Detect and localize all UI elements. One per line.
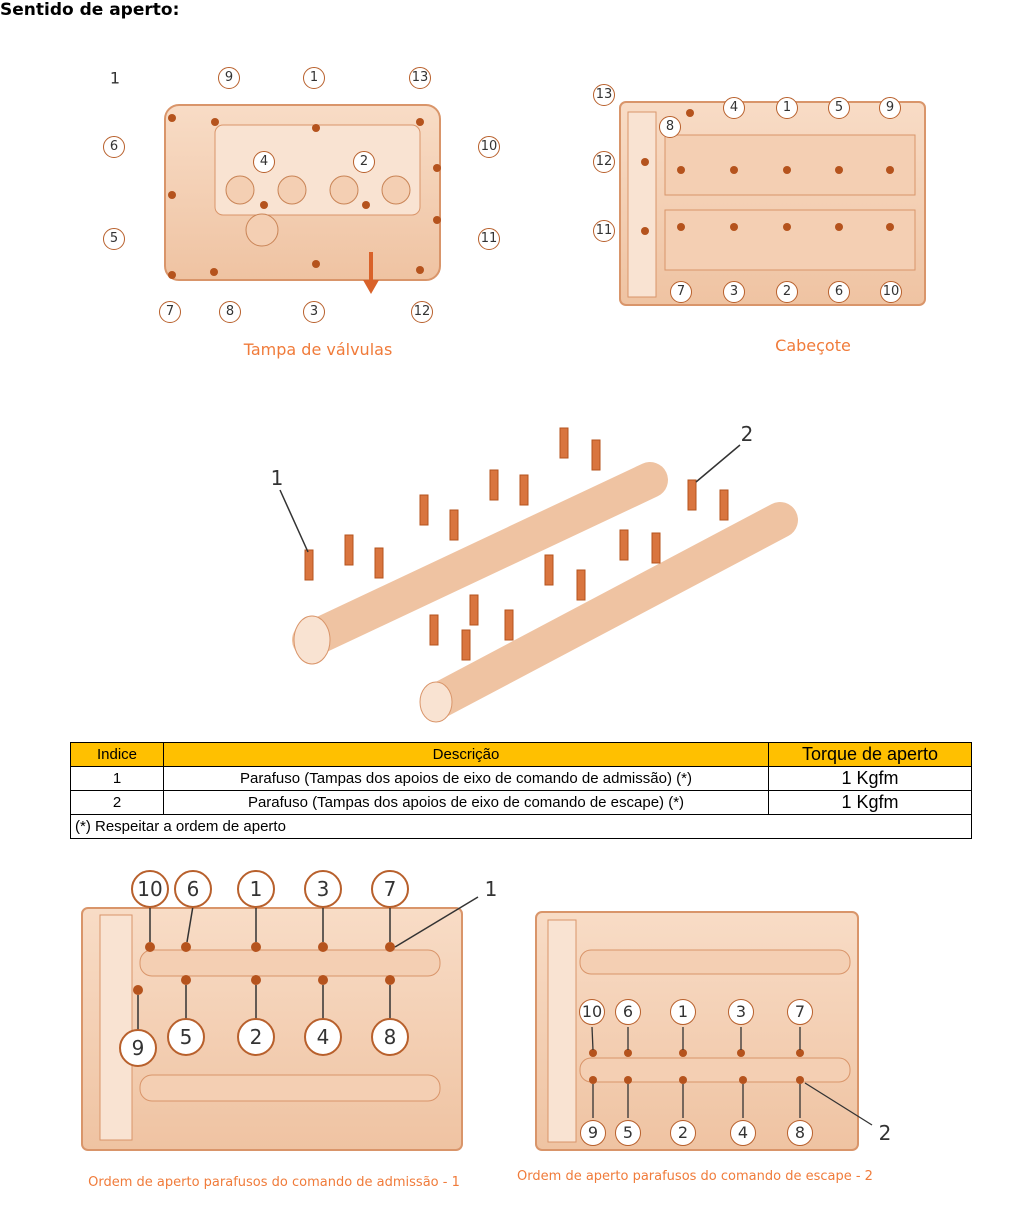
cylinder-head-callout: 12 xyxy=(593,151,615,173)
cell-torque: 1 Kgfm xyxy=(768,766,972,791)
valve-cover-callout: 5 xyxy=(103,228,125,250)
cell-index: 2 xyxy=(70,790,164,815)
cylinder-head-drawing xyxy=(619,101,926,306)
intake-order-label: 1 xyxy=(484,877,498,901)
table-row: 2 Parafuso (Tampas dos apoios de eixo de… xyxy=(70,790,972,815)
table-header-row: Indice Descrição Torque de aperto xyxy=(70,742,972,767)
exhaust-order-label: 2 xyxy=(878,1121,892,1145)
page-title: Sentido de aperto: xyxy=(0,0,180,20)
exhaust-order-callout: 4 xyxy=(730,1120,756,1146)
cylinder-head-callout: 3 xyxy=(723,281,745,303)
valve-cover-callout: 13 xyxy=(409,67,431,89)
camshaft-intake-label: 1 xyxy=(270,466,284,490)
exhaust-order-callout: 3 xyxy=(728,999,754,1025)
header-description: Descrição xyxy=(163,742,769,767)
valve-cover-callout: 1 xyxy=(303,67,325,89)
intake-order-caption: Ordem de aperto parafusos do comando de … xyxy=(88,1175,460,1190)
valve-cover-label: 1 xyxy=(109,68,121,88)
cylinder-head-callout: 1 xyxy=(776,97,798,119)
cylinder-head-callout: 4 xyxy=(723,97,745,119)
cylinder-head-callout: 5 xyxy=(828,97,850,119)
table-row: 1 Parafuso (Tampas dos apoios de eixo de… xyxy=(70,766,972,791)
cylinder-head-callout: 7 xyxy=(670,281,692,303)
cylinder-head-callout: 13 xyxy=(593,84,615,106)
cylinder-head-callout: 11 xyxy=(593,220,615,242)
intake-order-callout: 5 xyxy=(167,1018,205,1056)
cylinder-head-callout: 8 xyxy=(659,116,681,138)
intake-order-callout: 2 xyxy=(237,1018,275,1056)
table-note: (*) Respeitar a ordem de aperto xyxy=(70,814,972,839)
camshafts-drawing xyxy=(279,427,798,723)
table-note-row: (*) Respeitar a ordem de aperto xyxy=(70,814,972,839)
intake-order-callout: 4 xyxy=(304,1018,342,1056)
exhaust-order-callout: 8 xyxy=(787,1120,813,1146)
exhaust-order-callout: 5 xyxy=(615,1120,641,1146)
header-index: Indice xyxy=(70,742,164,767)
valve-cover-callout: 10 xyxy=(478,136,500,158)
cell-torque: 1 Kgfm xyxy=(768,790,972,815)
valve-cover-callout: 2 xyxy=(353,151,375,173)
torque-table: Indice Descrição Torque de aperto 1 Para… xyxy=(70,742,972,839)
valve-cover-drawing xyxy=(164,104,441,294)
valve-cover-callout: 7 xyxy=(159,301,181,323)
exhaust-order-callout: 10 xyxy=(579,999,605,1025)
intake-order-callout: 1 xyxy=(237,870,275,908)
cylinder-head-callout: 2 xyxy=(776,281,798,303)
intake-order-drawing xyxy=(81,896,479,1151)
valve-cover-callout: 6 xyxy=(103,136,125,158)
valve-cover-callout: 11 xyxy=(478,228,500,250)
exhaust-order-callout: 6 xyxy=(615,999,641,1025)
intake-order-callout: 9 xyxy=(119,1029,157,1067)
intake-order-callout: 10 xyxy=(131,870,169,908)
exhaust-order-caption: Ordem de aperto parafusos do comando de … xyxy=(517,1169,873,1184)
cell-index: 1 xyxy=(70,766,164,791)
valve-cover-caption: Tampa de válvulas xyxy=(243,340,393,359)
intake-order-callout: 8 xyxy=(371,1018,409,1056)
intake-order-callout: 6 xyxy=(174,870,212,908)
cylinder-head-caption: Cabeçote xyxy=(775,336,851,355)
exhaust-order-callout: 1 xyxy=(670,999,696,1025)
cylinder-head-callout: 9 xyxy=(879,97,901,119)
header-torque: Torque de aperto xyxy=(768,742,972,767)
cell-description: Parafuso (Tampas dos apoios de eixo de c… xyxy=(163,790,769,815)
intake-order-callout: 7 xyxy=(371,870,409,908)
exhaust-order-callout: 2 xyxy=(670,1120,696,1146)
cylinder-head-callout: 10 xyxy=(880,281,902,303)
exhaust-order-drawing xyxy=(535,911,873,1151)
cell-description: Parafuso (Tampas dos apoios de eixo de c… xyxy=(163,766,769,791)
exhaust-order-callout: 7 xyxy=(787,999,813,1025)
valve-cover-callout: 9 xyxy=(218,67,240,89)
valve-cover-callout: 8 xyxy=(219,301,241,323)
intake-order-callout: 3 xyxy=(304,870,342,908)
valve-cover-callout: 4 xyxy=(253,151,275,173)
cylinder-head-callout: 6 xyxy=(828,281,850,303)
valve-cover-callout: 3 xyxy=(303,301,325,323)
camshaft-exhaust-label: 2 xyxy=(740,422,754,446)
valve-cover-callout: 12 xyxy=(411,301,433,323)
exhaust-order-callout: 9 xyxy=(580,1120,606,1146)
